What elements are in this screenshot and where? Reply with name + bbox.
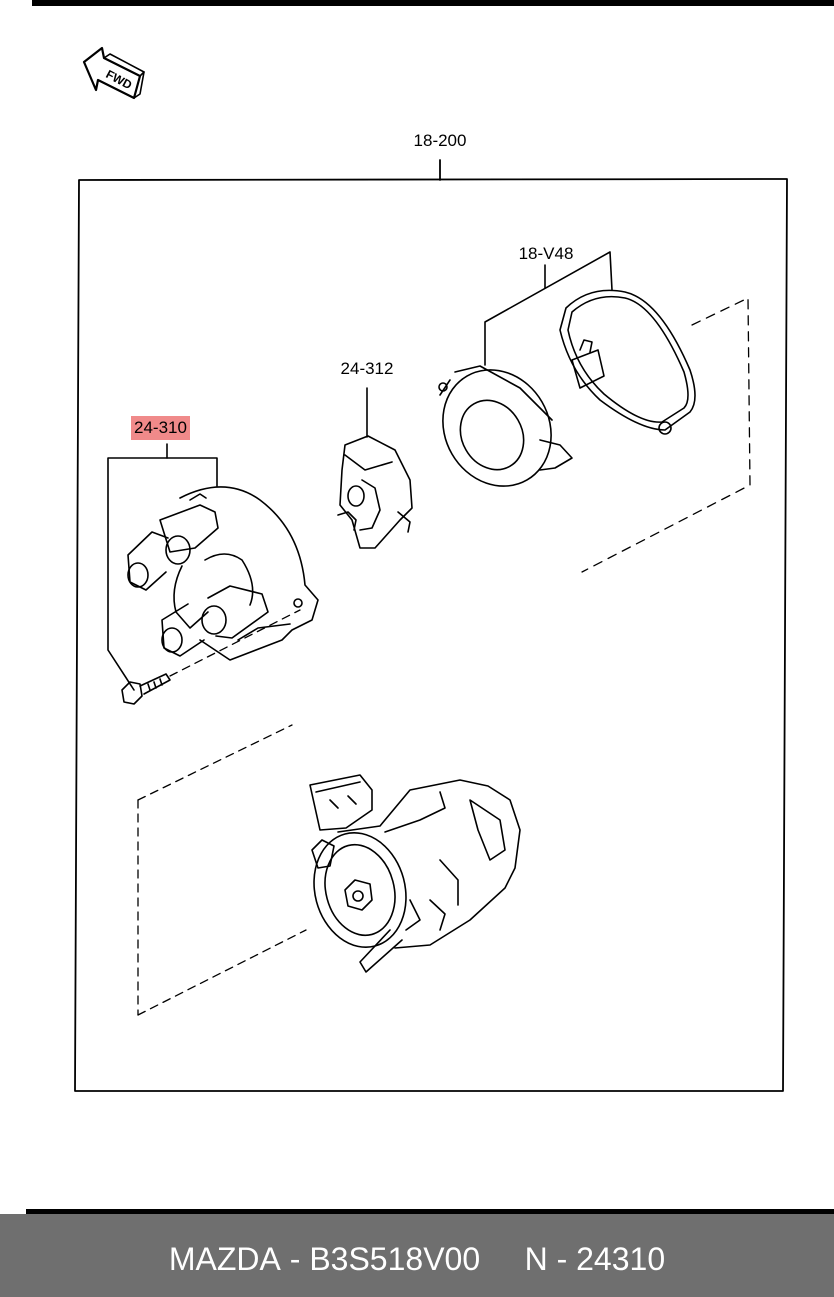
footer-bar [0, 1214, 834, 1297]
exploded-parts-diagram: FWD [74, 46, 788, 1092]
footer-caption: MAZDA - B3S518V00 N - 24310 [168, 1241, 666, 1277]
callout-rotor[interactable]: 24-312 [340, 359, 394, 378]
distributor-housing [309, 774, 521, 973]
cap-dashed-guides [137, 609, 307, 1016]
footer-part-number: B3S518V00 [309, 1241, 481, 1277]
callout-cap-highlighted[interactable]: 24-310 [131, 416, 190, 440]
footer-brand: MAZDA [168, 1241, 281, 1277]
fwd-arrow-icon: FWD [82, 46, 145, 100]
distributor-cap [127, 486, 319, 661]
rotor [337, 387, 413, 549]
pickup-bracket [484, 251, 613, 366]
cap-screw [121, 673, 171, 705]
footer-rule [26, 1209, 834, 1214]
pickup-assembly [438, 289, 696, 487]
assembly-frame [74, 159, 788, 1092]
callout-pickup[interactable]: 18-V48 [518, 244, 574, 263]
pickup-dashed-guides [581, 297, 751, 573]
footer-ref: N - 24310 [524, 1241, 666, 1277]
callout-assembly[interactable]: 18-200 [413, 131, 467, 150]
top-rule [32, 0, 834, 6]
cap-bracket [107, 443, 218, 691]
